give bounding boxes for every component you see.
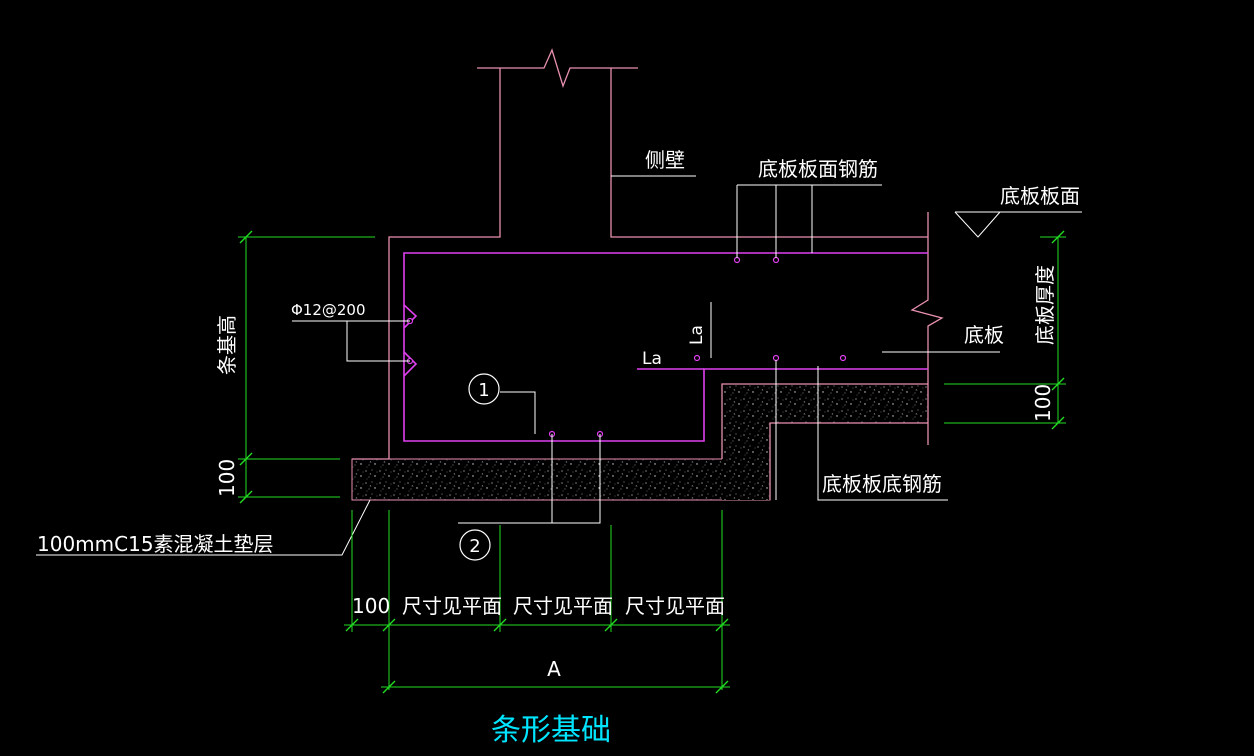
- label-stirrup: Φ12@200: [291, 301, 366, 319]
- marker-1-text: 1: [478, 380, 489, 401]
- label-slab-top-surface: 底板板面: [1000, 184, 1080, 208]
- dimension-lines: [238, 230, 1066, 694]
- label-slab: 底板: [964, 323, 1004, 347]
- drawing-title: 条形基础: [491, 713, 611, 748]
- label-cushion: 100mmC15素混凝土垫层: [37, 532, 274, 556]
- label-dim-100-bottom: 100: [352, 594, 390, 618]
- label-dim-plan-2: 尺寸见平面: [513, 594, 613, 618]
- label-dim-100-left: 100: [215, 459, 239, 497]
- marker-2-text: 2: [469, 536, 480, 557]
- label-dim-100-right: 100: [1031, 384, 1055, 422]
- label-la-vertical: La: [687, 325, 707, 345]
- label-dim-plan-1: 尺寸见平面: [402, 594, 502, 618]
- label-side-wall: 侧壁: [645, 148, 685, 172]
- label-slab-bottom-rebar: 底板板底钢筋: [822, 472, 942, 496]
- footing-outline: [352, 48, 944, 460]
- label-slab-thickness: 底板厚度: [1033, 265, 1057, 345]
- cushion-layer: [351, 383, 928, 501]
- label-strip-height: 条基高: [215, 315, 239, 375]
- label-la-horizontal: La: [642, 349, 662, 369]
- detail-marker-1: 1: [468, 373, 500, 405]
- detail-marker-2: 2: [459, 529, 491, 561]
- label-dim-a: A: [547, 657, 561, 681]
- label-dim-plan-3: 尺寸见平面: [625, 594, 725, 618]
- label-slab-top-rebar: 底板板面钢筋: [758, 157, 878, 181]
